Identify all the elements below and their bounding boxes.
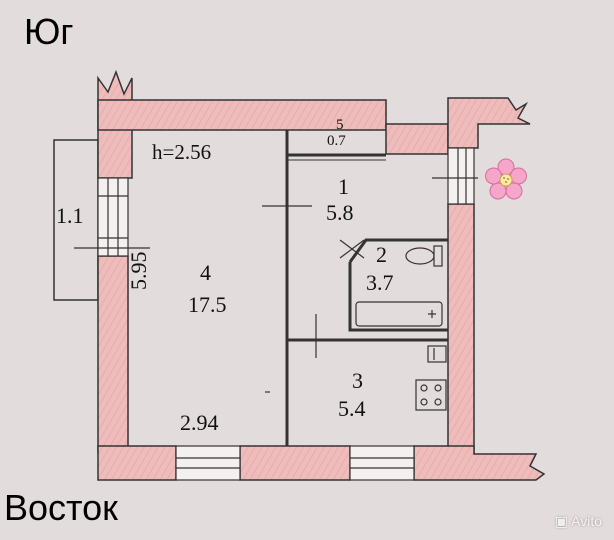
window-bottom-left [175, 445, 241, 481]
room-2-area: 3.7 [366, 270, 394, 295]
kitchen-sink [427, 345, 447, 363]
wall-top-step [385, 123, 449, 155]
wall-bottom-right [413, 445, 546, 481]
wall-bottom-mid [239, 445, 351, 481]
compass-east-label: Восток [4, 487, 118, 528]
wall-left-lower [97, 255, 129, 453]
camera-icon: ▣ [554, 513, 568, 529]
wall-right [447, 203, 475, 455]
bathroom-wall [348, 238, 448, 332]
bathtub [355, 301, 443, 327]
room-1-number: 1 [338, 174, 349, 199]
room-1-area: 5.8 [326, 200, 354, 225]
closet-dim-top: 5 [336, 117, 344, 133]
room-4-number: 4 [200, 260, 211, 285]
wall-bottom-left [97, 445, 177, 481]
room-4-width-label: 2.94 [180, 410, 219, 435]
room-2-number: 2 [376, 242, 387, 267]
flower-icon [485, 158, 527, 200]
compass-south-label: Юг [24, 11, 74, 52]
window-right [447, 147, 475, 205]
wall-top-right [447, 97, 531, 149]
watermark-text: Avito [571, 513, 602, 529]
room-3-number: 3 [352, 368, 363, 393]
balcony-depth-label: 1.1 [56, 203, 84, 228]
wall-top [97, 99, 387, 131]
stove [415, 379, 447, 411]
watermark: ▣ Avito [555, 513, 602, 530]
closet-dim-bottom: 0.7 [327, 133, 346, 149]
window-bottom-right [349, 445, 415, 481]
room-4-length-label: 5.95 [126, 251, 151, 291]
ceiling-height-label: h=2.56 [152, 140, 212, 164]
toilet [405, 245, 443, 267]
window-balcony-door [97, 177, 129, 257]
room-4-area: 17.5 [188, 292, 227, 317]
room-3-area: 5.4 [338, 396, 366, 421]
